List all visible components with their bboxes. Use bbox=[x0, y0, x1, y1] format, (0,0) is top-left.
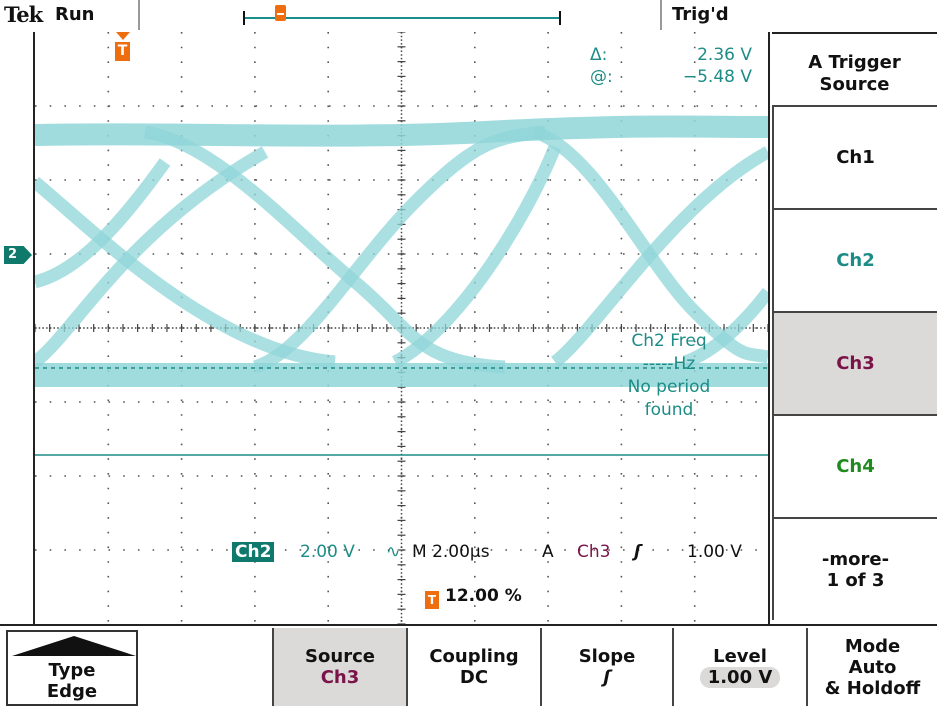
measurement-message: No period bbox=[627, 377, 711, 397]
trigger-position-icon: T bbox=[425, 591, 439, 609]
ch2-trace-transition bbox=[532, 125, 768, 364]
cursor-delta-value: 2.36 V bbox=[697, 45, 752, 65]
coupling-label: Coupling bbox=[429, 646, 519, 667]
type-label: Type bbox=[48, 660, 96, 681]
waveform-display[interactable] bbox=[33, 32, 770, 624]
trigger-position-icon[interactable]: T bbox=[115, 32, 131, 62]
cursor-readout: Δ: 2.36 V @: −5.48 V bbox=[590, 44, 752, 88]
slope-label: Slope bbox=[578, 646, 636, 667]
status-bar: Tek Run Trig'd bbox=[0, 0, 937, 32]
side-menu-title: A Trigger Source bbox=[772, 32, 937, 100]
rising-edge-icon: ʃ bbox=[603, 667, 611, 688]
mode-value: Auto bbox=[848, 656, 897, 678]
level-value: 1.00 V bbox=[699, 667, 781, 688]
trigger-position-readout: T 12.00 % bbox=[425, 586, 522, 609]
trigger-level: 1.00 V bbox=[687, 542, 742, 562]
measurement-title: Ch2 Freq bbox=[631, 331, 707, 351]
cursor-at-label: @: bbox=[590, 67, 613, 87]
side-button-label: -more- bbox=[821, 548, 890, 570]
side-button-label: Ch4 bbox=[836, 456, 875, 477]
rising-edge-icon: ʃ bbox=[634, 542, 642, 562]
timebase: M 2.00µs bbox=[412, 542, 490, 562]
source-label: Source bbox=[305, 646, 375, 667]
coupling-button[interactable]: Coupling DC bbox=[406, 628, 540, 706]
type-value: Edge bbox=[46, 681, 98, 702]
acquisition-state: Run bbox=[55, 4, 95, 25]
level-button[interactable]: Level 1.00 V bbox=[672, 628, 806, 706]
volts-per-div: 2.00 V bbox=[300, 542, 355, 562]
type-button[interactable]: Type Edge bbox=[6, 630, 138, 706]
coupling-value: DC bbox=[459, 667, 489, 688]
record-view-bar bbox=[243, 5, 561, 25]
ac-coupling-icon: ∿ bbox=[386, 542, 401, 562]
source-value: Ch3 bbox=[320, 667, 360, 688]
ch2-trace-transition bbox=[682, 288, 768, 369]
brand-logo: Tek bbox=[4, 2, 43, 27]
popup-arrow-icon bbox=[12, 636, 136, 656]
mode-holdoff-button[interactable]: Mode Auto & Holdoff bbox=[806, 628, 937, 706]
ch2-trace-transition bbox=[35, 146, 269, 368]
trigger-position-icon bbox=[275, 5, 286, 21]
side-button-ch1[interactable]: Ch1 bbox=[772, 105, 937, 208]
side-menu: A Trigger Source Ch1 Ch2 Ch3 Ch4 -more- … bbox=[772, 32, 937, 624]
channel-badge: Ch2 bbox=[232, 542, 275, 562]
graticule bbox=[35, 32, 768, 624]
trigger-status: Trig'd bbox=[672, 4, 729, 25]
side-button-ch4[interactable]: Ch4 bbox=[772, 414, 937, 517]
status-divider bbox=[660, 0, 662, 30]
source-button[interactable]: Source Ch3 bbox=[272, 628, 406, 706]
ch2-trace-transition bbox=[550, 146, 768, 368]
side-button-ch2[interactable]: Ch2 bbox=[772, 208, 937, 311]
side-button-more[interactable]: -more- 1 of 3 bbox=[772, 517, 937, 620]
trigger-position-value: 12.00 % bbox=[445, 586, 522, 606]
measurement-message-2: found bbox=[644, 400, 694, 420]
ch2-trace-transition bbox=[252, 125, 546, 374]
trigger-source: Ch3 bbox=[577, 542, 611, 562]
ch2-trace-transition bbox=[35, 158, 171, 289]
measurement-value: -----Hz bbox=[642, 354, 696, 374]
ch2-ground-marker-icon[interactable]: 2 bbox=[4, 246, 32, 264]
ch2-trace-transition bbox=[391, 144, 562, 368]
slope-button[interactable]: Slope ʃ bbox=[540, 628, 672, 706]
side-button-page: 1 of 3 bbox=[826, 569, 885, 591]
level-label: Level bbox=[713, 646, 767, 667]
cursor-at-value: −5.48 V bbox=[682, 67, 752, 87]
mode-label: Mode bbox=[844, 635, 901, 657]
trigger-letter: A bbox=[542, 542, 554, 562]
side-button-label: Ch1 bbox=[836, 147, 875, 168]
bottom-menu: Type Edge Source Ch3 Coupling DC Slope ʃ… bbox=[0, 624, 937, 706]
holdoff-label: & Holdoff bbox=[824, 677, 921, 699]
side-button-label: Ch2 bbox=[836, 250, 875, 271]
frequency-measurement: Ch2 Freq -----Hz No period found bbox=[600, 330, 738, 422]
side-button-ch3[interactable]: Ch3 bbox=[772, 311, 937, 414]
side-button-label: Ch3 bbox=[836, 353, 875, 374]
status-divider bbox=[138, 0, 140, 30]
cursor-delta-label: Δ: bbox=[590, 45, 608, 65]
